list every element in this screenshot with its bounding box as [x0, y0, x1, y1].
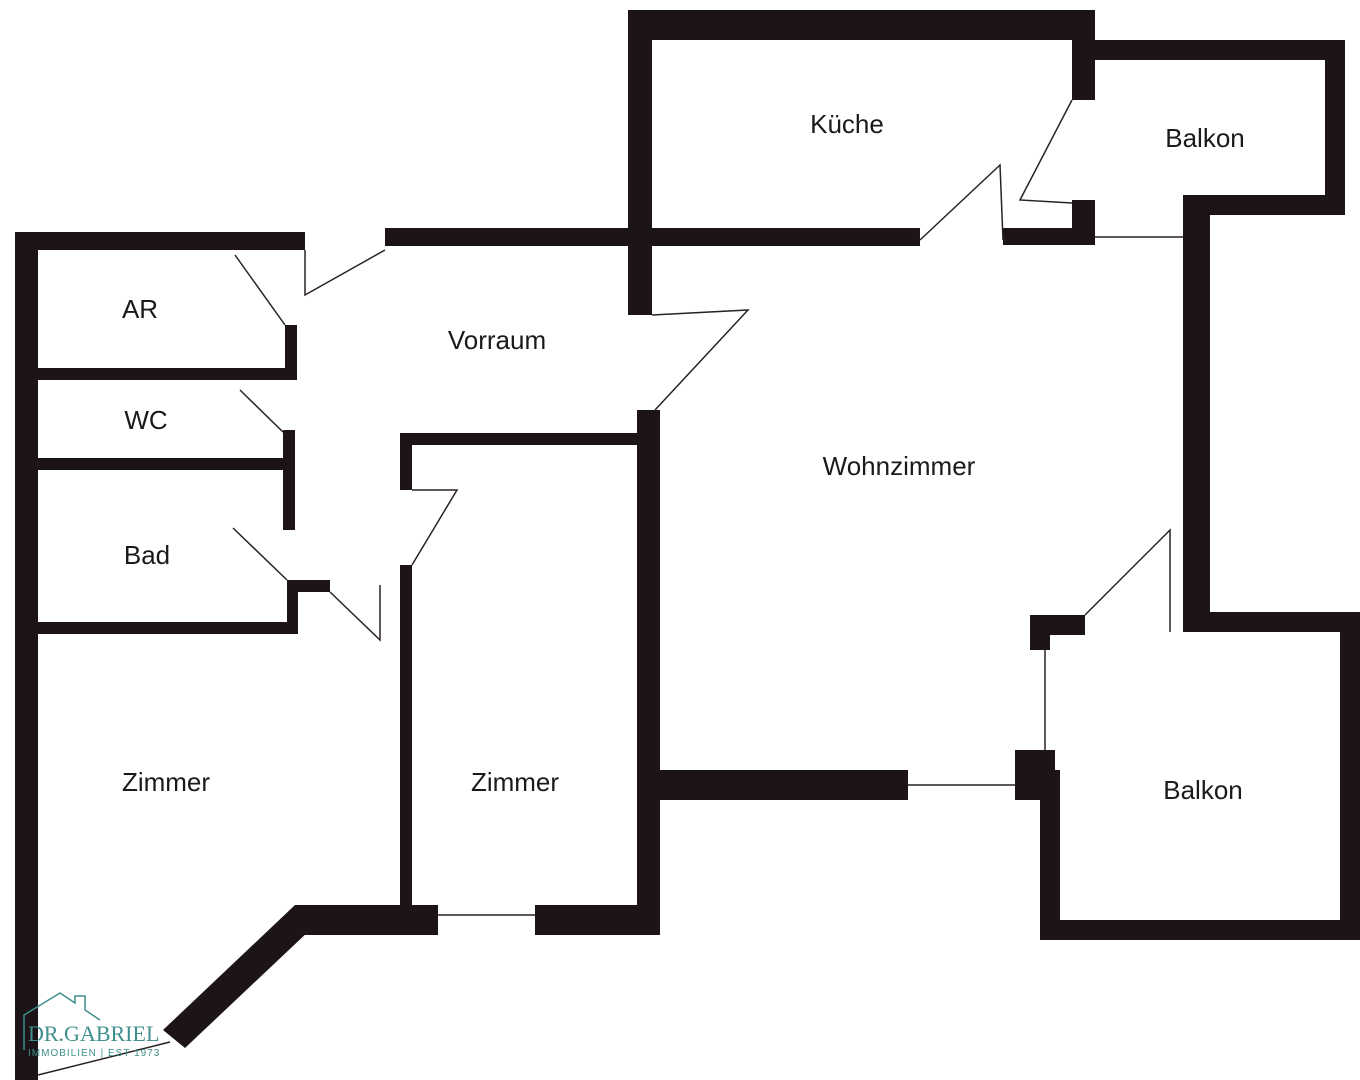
- room-label-kueche: Küche: [810, 109, 884, 139]
- logo-name: DR.GABRIEL: [28, 1021, 159, 1046]
- room-label-vorraum: Vorraum: [448, 325, 546, 355]
- room-label-balkon-bottom: Balkon: [1163, 775, 1243, 805]
- room-labels: Küche Balkon AR Vorraum WC Wohnzimmer Ba…: [122, 109, 1245, 805]
- house-icon: [23, 992, 101, 1050]
- room-label-bad: Bad: [124, 540, 170, 570]
- room-label-zimmer-mid: Zimmer: [471, 767, 559, 797]
- walls: [15, 10, 1360, 1080]
- room-label-ar: AR: [122, 294, 158, 324]
- logo-tagline: IMMOBILIEN | EST 1973: [28, 1048, 160, 1059]
- room-label-balkon-top: Balkon: [1165, 123, 1245, 153]
- room-label-wc: WC: [124, 405, 167, 435]
- room-label-zimmer-left: Zimmer: [122, 767, 210, 797]
- doors-and-windows: [37, 99, 1183, 1076]
- room-label-wohnzimmer: Wohnzimmer: [823, 451, 976, 481]
- company-logo: DR.GABRIEL IMMOBILIEN | EST 1973: [23, 992, 160, 1059]
